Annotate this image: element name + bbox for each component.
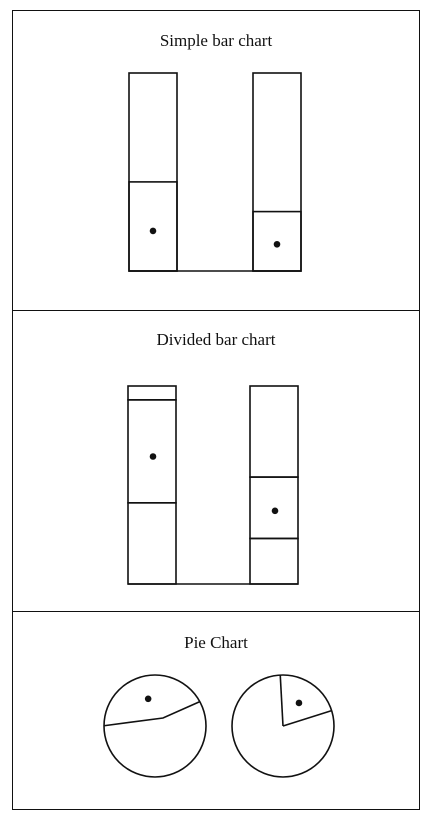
bar-marker-dot-1 <box>273 240 281 248</box>
divided-bar-chart-panel: Divided bar chart <box>13 311 419 612</box>
bar-1 <box>252 210 302 272</box>
simple-bar-chart <box>128 72 302 272</box>
bar-marker-dot-0 <box>149 227 157 235</box>
bar-0-segment-1 <box>127 399 177 504</box>
simple-bar-chart-panel: Simple bar chart <box>13 11 419 311</box>
divided-bar-chart <box>127 385 299 585</box>
figure-frame: Simple bar chart Divided bar chart Pie C… <box>12 10 420 810</box>
simple-bar-chart-title: Simple bar chart <box>159 31 273 50</box>
divided-bar-chart-title: Divided bar chart <box>156 330 276 349</box>
pie-chart-title: Pie Chart <box>184 633 248 652</box>
bar-1-segment-2 <box>249 385 299 478</box>
bar-1-marker-dot <box>271 507 279 515</box>
pie-1-circle <box>231 674 335 778</box>
bar-1-segment-0 <box>249 537 299 585</box>
bar-0-segment-2 <box>127 385 177 401</box>
pie-0-circle <box>103 674 207 778</box>
pie-chart-panel: Pie Chart <box>13 612 419 811</box>
bar-0-marker-dot <box>149 453 157 460</box>
bar-0 <box>128 181 178 272</box>
bar-frame-0 <box>128 72 178 272</box>
pie-0-marker-dot <box>144 695 152 703</box>
bar-0-segment-0 <box>127 502 177 585</box>
pie-1-boundary-0 <box>282 709 332 727</box>
pie-1-marker-dot <box>295 699 303 707</box>
pie-0-slice-boundaries <box>103 700 201 727</box>
pie-1-boundary-1 <box>279 675 284 727</box>
pie-chart <box>103 674 335 778</box>
